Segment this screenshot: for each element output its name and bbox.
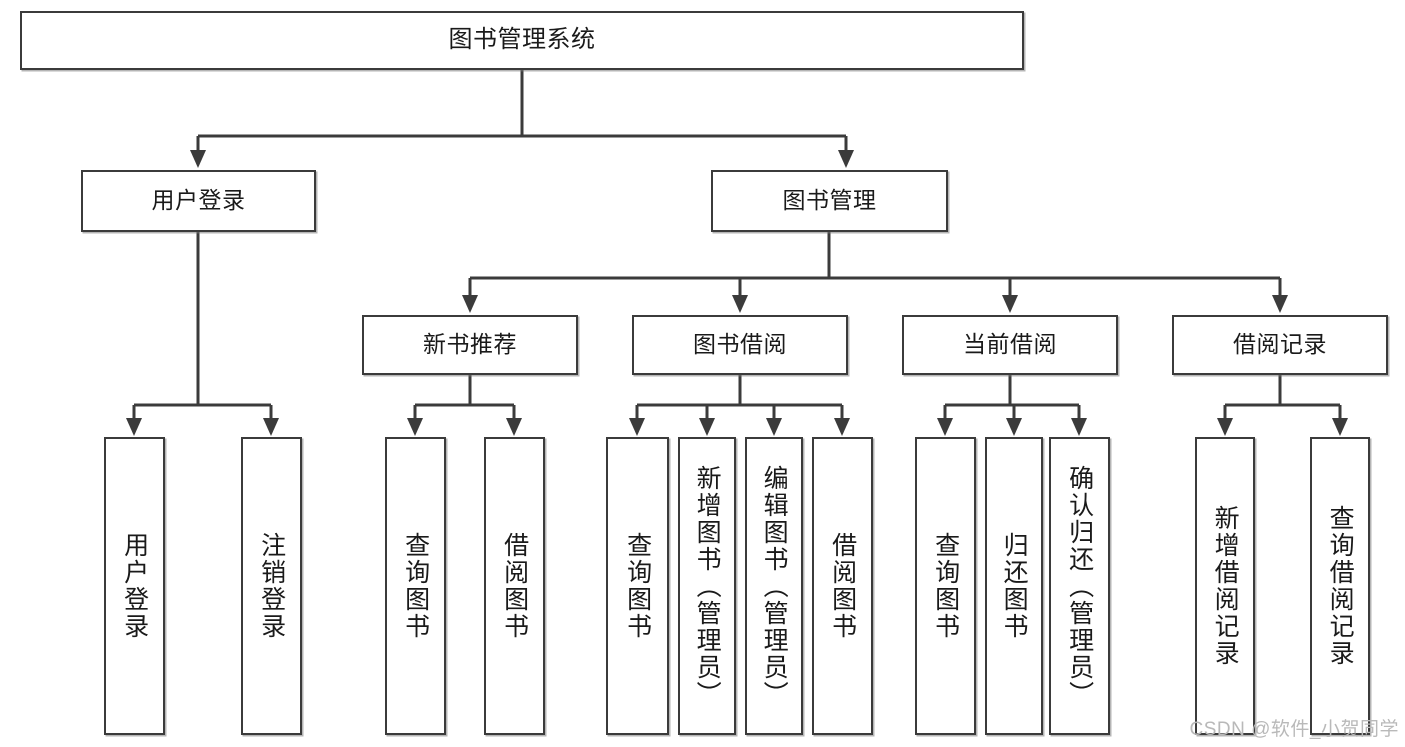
node-level3-1[interactable]: 图书借阅 (632, 315, 848, 375)
arrowhead-icon (1332, 418, 1348, 436)
node-level3-0[interactable]: 新书推荐 (362, 315, 578, 375)
node-leaf-9-label: 归还图书 (1000, 532, 1029, 640)
arrowhead-icon (506, 418, 522, 436)
node-leaf-10[interactable]: 确认归还（管理员） (1049, 437, 1110, 735)
arrowhead-icon (629, 418, 645, 436)
node-root-label: 图书管理系统 (448, 26, 596, 54)
node-level3-1-label: 图书借阅 (693, 331, 787, 358)
node-leaf-7-label: 借阅图书 (828, 532, 857, 640)
arrowhead-icon (766, 418, 782, 436)
node-leaf-8[interactable]: 查询图书 (915, 437, 976, 735)
node-level2-1[interactable]: 图书管理 (711, 170, 948, 232)
node-leaf-11-label: 新增借阅记录 (1211, 505, 1240, 667)
node-leaf-2-label: 查询图书 (401, 532, 430, 640)
node-leaf-0-label: 用户登录 (120, 532, 149, 640)
node-leaf-12[interactable]: 查询借阅记录 (1310, 437, 1370, 735)
node-level3-2[interactable]: 当前借阅 (902, 315, 1118, 375)
csdn-watermark: CSDN @软件_小贺同学 (1189, 719, 1399, 740)
node-level3-2-label: 当前借阅 (963, 331, 1057, 358)
node-leaf-1-label: 注销登录 (257, 532, 286, 640)
arrowhead-icon (699, 418, 715, 436)
arrowhead-icon (1272, 295, 1288, 313)
arrowhead-icon (1002, 295, 1018, 313)
arrowhead-icon (126, 418, 142, 436)
node-leaf-5-label: 新增图书（管理员） (693, 464, 722, 708)
node-leaf-7[interactable]: 借阅图书 (812, 437, 873, 735)
node-leaf-4-label: 查询图书 (623, 532, 652, 640)
node-level2-0[interactable]: 用户登录 (81, 170, 316, 232)
node-leaf-11[interactable]: 新增借阅记录 (1195, 437, 1255, 735)
arrowhead-icon (732, 295, 748, 313)
arrowhead-icon (1071, 418, 1087, 436)
node-level2-1-label: 图书管理 (782, 187, 877, 214)
node-leaf-6[interactable]: 编辑图书（管理员） (745, 437, 803, 735)
node-leaf-1[interactable]: 注销登录 (241, 437, 302, 735)
node-leaf-0[interactable]: 用户登录 (104, 437, 165, 735)
arrowhead-icon (190, 150, 206, 168)
node-leaf-9[interactable]: 归还图书 (985, 437, 1043, 735)
node-leaf-5[interactable]: 新增图书（管理员） (678, 437, 736, 735)
node-level2-0-label: 用户登录 (151, 187, 246, 214)
arrowhead-icon (838, 150, 854, 168)
node-leaf-10-label: 确认归还（管理员） (1065, 464, 1094, 708)
arrowhead-icon (407, 418, 423, 436)
node-leaf-12-label: 查询借阅记录 (1326, 505, 1355, 667)
node-leaf-4[interactable]: 查询图书 (606, 437, 669, 735)
arrowhead-icon (937, 418, 953, 436)
node-leaf-2[interactable]: 查询图书 (385, 437, 446, 735)
node-level3-0-label: 新书推荐 (423, 331, 517, 358)
node-level3-3[interactable]: 借阅记录 (1172, 315, 1388, 375)
node-leaf-6-label: 编辑图书（管理员） (760, 464, 789, 708)
arrowhead-icon (834, 418, 850, 436)
arrowhead-icon (462, 295, 478, 313)
arrowhead-icon (263, 418, 279, 436)
node-root[interactable]: 图书管理系统 (20, 11, 1024, 70)
node-leaf-3-label: 借阅图书 (500, 532, 529, 640)
arrowhead-icon (1006, 418, 1022, 436)
node-level3-3-label: 借阅记录 (1233, 331, 1327, 358)
node-leaf-8-label: 查询图书 (931, 532, 960, 640)
arrowhead-icon (1217, 418, 1233, 436)
node-leaf-3[interactable]: 借阅图书 (484, 437, 545, 735)
